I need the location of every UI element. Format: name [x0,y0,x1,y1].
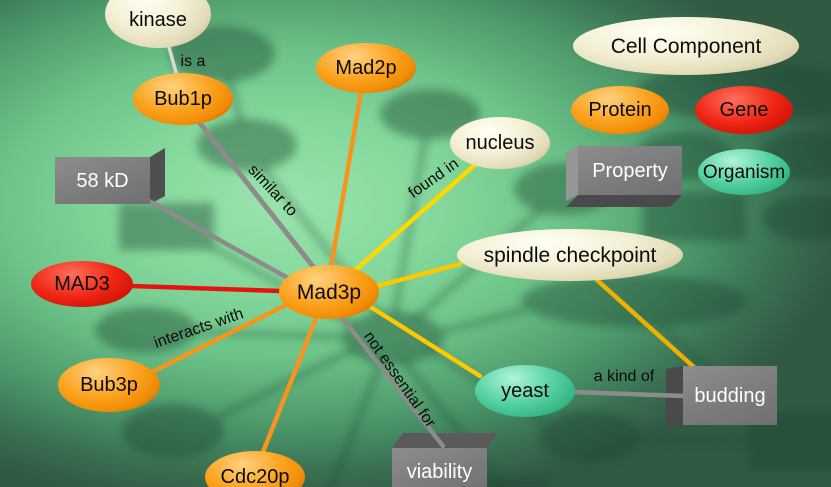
edge-not-essential-for[interactable] [337,312,446,449]
node-label: Cdc20p [220,466,290,487]
node-bub3p[interactable]: Bub3p [58,358,160,412]
legend-label: Protein [588,99,652,121]
edge-similar-to[interactable] [196,119,318,272]
edge-58kd-mad3p[interactable] [146,198,291,281]
edge-spindle-mad3p[interactable] [374,261,463,289]
node-label: 58 kD [76,169,129,192]
edge-spindle-budding[interactable] [594,277,699,372]
node-nucleus[interactable]: nucleus [450,117,550,169]
legend-label: Cell Component [610,34,762,58]
node-budding[interactable]: budding [683,366,777,425]
legend-label: Property [592,159,668,182]
legend-gene: Gene [695,86,793,134]
edge-yeast-mad3p[interactable] [363,301,483,379]
edge-found-in[interactable] [349,160,480,276]
node-label: Mad3p [296,280,362,304]
node-label: Bub1p [154,88,212,110]
node-spindle-checkpoint[interactable]: spindle checkpoint [457,229,683,281]
node-mad2p[interactable]: Mad2p [316,43,416,93]
box-side-faces [150,146,683,448]
edge-mad2p-mad3p[interactable] [328,89,364,270]
node-yeast[interactable]: yeast [475,365,575,417]
node-label: budding [694,384,766,407]
edge-mad3-mad3p[interactable] [128,283,285,294]
node-label: MAD3 [54,273,110,295]
edge-layer[interactable] [128,31,699,455]
legend-protein: Protein [571,86,669,134]
node-label: nucleus [465,132,535,154]
edge-label-a-kind-of: a kind of [593,368,655,385]
node-label: kinase [129,9,187,31]
legend-label: Gene [719,99,769,121]
node-viability[interactable]: viability [392,448,487,487]
edge-label-is-a: is a [180,53,206,70]
node-cdc20p[interactable]: Cdc20p [205,451,305,487]
node-label: viability [406,460,473,483]
legend-label: Organism [702,161,786,183]
legend-property: Property [578,146,682,195]
node-label: yeast [501,380,549,402]
edge-shadows [192,76,763,487]
node-58kd[interactable]: 58 kD [55,157,150,204]
edge-interacts-with[interactable] [151,300,293,374]
node-mad3p[interactable]: Mad3p [279,265,379,319]
edge-a-kind-of[interactable] [571,389,687,399]
edge-cdc20p-mad3p[interactable] [260,313,320,455]
node-bub1p[interactable]: Bub1p [133,73,233,125]
node-label: spindle checkpoint [483,243,657,267]
node-label: Bub3p [80,374,138,396]
legend-cell-component: Cell Component [573,17,799,75]
node-label: Mad2p [335,57,397,79]
legend-organism: Organism [698,149,790,195]
node-mad3[interactable]: MAD3 [31,261,133,307]
